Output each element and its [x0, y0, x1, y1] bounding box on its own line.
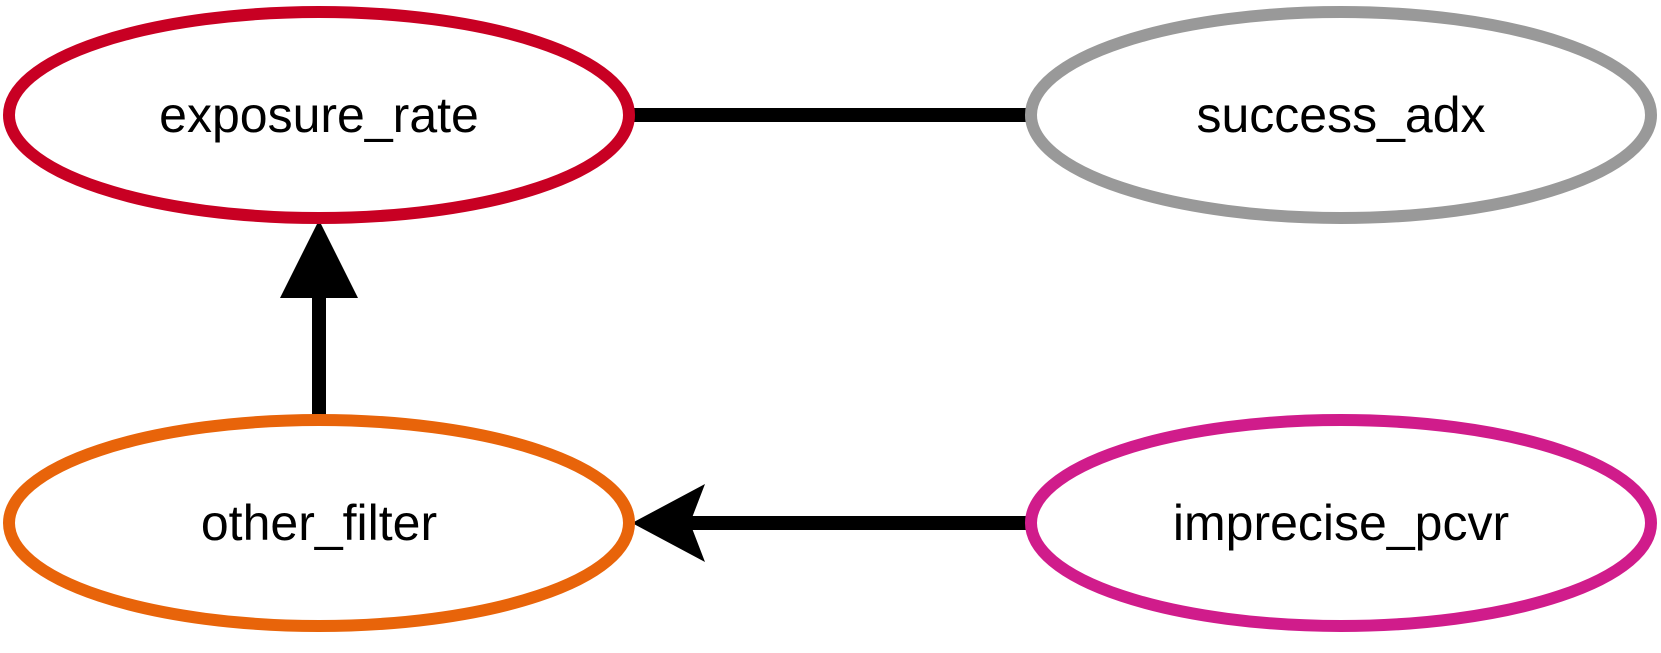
- node-exposure-rate-label: exposure_rate: [159, 87, 479, 143]
- node-success-adx-outline: [1025, 6, 1657, 224]
- node-imprecise-pcvr-outline: [1025, 414, 1657, 632]
- node-other-filter-outline: [3, 414, 635, 632]
- arrowhead-other-filter: [632, 484, 705, 562]
- node-success-adx[interactable]: success_adx: [1025, 6, 1657, 224]
- arrowhead-exposure-rate: [280, 220, 358, 298]
- node-imprecise-pcvr[interactable]: imprecise_pcvr: [1025, 414, 1657, 632]
- node-other-filter-label: other_filter: [201, 495, 437, 551]
- node-other-filter[interactable]: other_filter: [3, 414, 635, 632]
- node-success-adx-label: success_adx: [1196, 87, 1485, 143]
- node-imprecise-pcvr-label: imprecise_pcvr: [1173, 495, 1509, 551]
- node-exposure-rate[interactable]: exposure_rate: [3, 6, 635, 224]
- node-exposure-rate-outline: [3, 6, 635, 224]
